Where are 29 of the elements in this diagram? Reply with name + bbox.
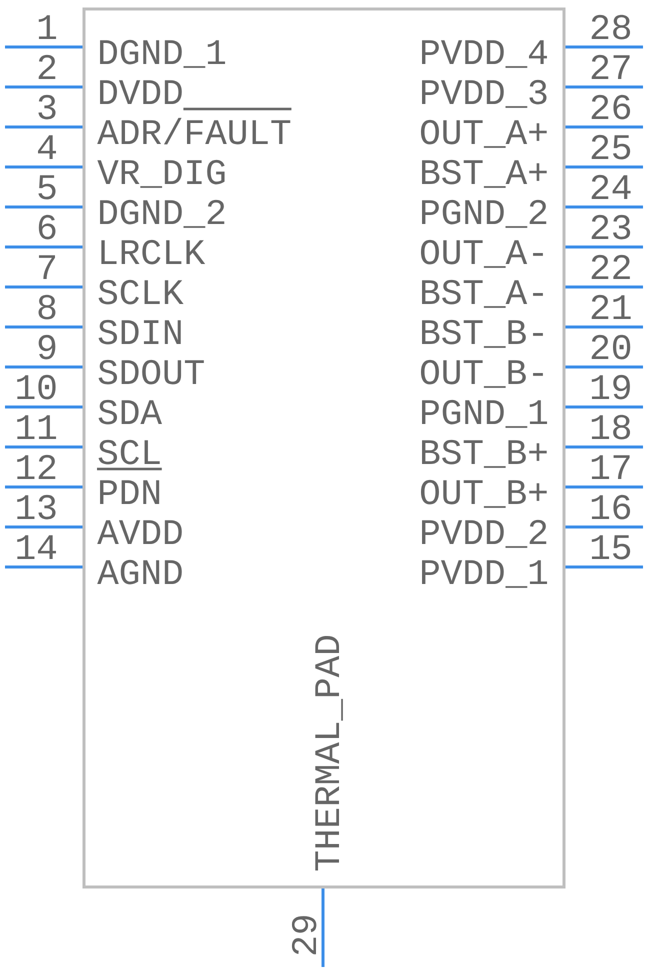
pin-name: PVDD_4 — [422, 40, 547, 68]
pin-name: SDIN — [98, 320, 181, 344]
pin-name: DVDD — [100, 80, 182, 104]
pin-name: LRCLK — [101, 240, 206, 264]
pin-name: OUT_A- — [420, 240, 543, 268]
pin-name: OUT_A+ — [420, 120, 547, 148]
pin-name: VR_DIG — [97, 160, 225, 188]
pin-name: PVDD_2 — [422, 520, 546, 548]
pin-name: DGND_1 — [100, 40, 226, 68]
pin-name: PVDD_1 — [422, 560, 548, 588]
pin-name: OUT_B- — [420, 360, 543, 388]
pin-name: PVDD_3 — [422, 80, 546, 108]
pin-name: BST_B+ — [422, 440, 547, 468]
pin-name: SDOUT — [98, 360, 204, 384]
pin-name: ADR/FAULT — [97, 108, 292, 144]
pin-name: OUT_B+ — [420, 480, 547, 508]
pin-name: THERMAL_PAD — [315, 636, 343, 870]
pin-name: AVDD — [97, 520, 182, 544]
pin-name: DGND_2 — [100, 200, 224, 228]
pin-name: PGND_1 — [422, 400, 548, 428]
pin-name: AGND — [97, 560, 182, 584]
pin-name: SDA — [98, 400, 162, 424]
pin-name: BST_A+ — [422, 160, 547, 188]
pin-name: BST_B- — [422, 320, 543, 348]
pin-name: PDN — [97, 468, 162, 504]
pin-name: SCL — [98, 440, 160, 464]
pin-name: SCLK — [98, 280, 184, 304]
pin-name: PGND_2 — [422, 200, 546, 228]
pin-name: BST_A- — [422, 280, 543, 308]
